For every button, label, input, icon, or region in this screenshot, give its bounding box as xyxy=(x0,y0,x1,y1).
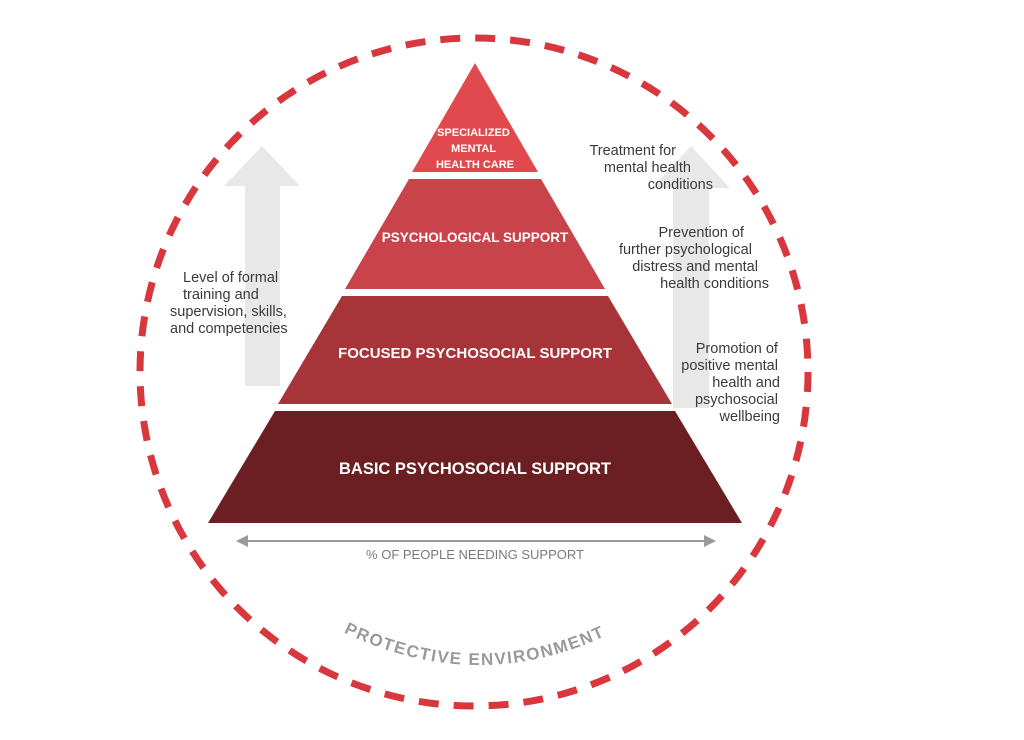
tier-label-specialized: SPECIALIZED MENTAL HEALTH CARE xyxy=(436,127,514,171)
note-treatment: Treatment for mental health conditions xyxy=(589,143,713,193)
axis-left-arrowhead-icon xyxy=(236,535,248,547)
tier-basic-psychosocial-support xyxy=(208,411,742,523)
tier-specialized-mental-health-care xyxy=(412,63,538,172)
axis-right-arrowhead-icon xyxy=(704,535,716,547)
left-up-arrow-icon xyxy=(224,146,300,386)
tier-psychological-support xyxy=(345,179,605,289)
tier-label-basic: BASIC PSYCHOSOCIAL SUPPORT xyxy=(339,460,611,478)
note-promotion: Promotion of positive mental health and … xyxy=(681,341,784,425)
tier-label-psychological: PSYCHOLOGICAL SUPPORT xyxy=(382,230,569,245)
tier-label-focused: FOCUSED PSYCHOSOCIAL SUPPORT xyxy=(338,345,612,362)
protective-environment-circle xyxy=(136,34,812,710)
left-arrow-caption: Level of formal training and supervision… xyxy=(170,270,291,337)
right-up-arrow-icon xyxy=(652,146,730,408)
tier-focused-psychosocial-support xyxy=(278,296,672,404)
people-needing-support-axis: % OF PEOPLE NEEDING SUPPORT xyxy=(236,535,716,562)
protective-environment-label: PROTECTIVE ENVIRONMENT xyxy=(342,619,608,669)
axis-label: % OF PEOPLE NEEDING SUPPORT xyxy=(366,547,584,562)
pyramid: SPECIALIZED MENTAL HEALTH CARE PSYCHOLOG… xyxy=(208,63,742,523)
note-prevention: Prevention of further psychological dist… xyxy=(619,225,769,292)
